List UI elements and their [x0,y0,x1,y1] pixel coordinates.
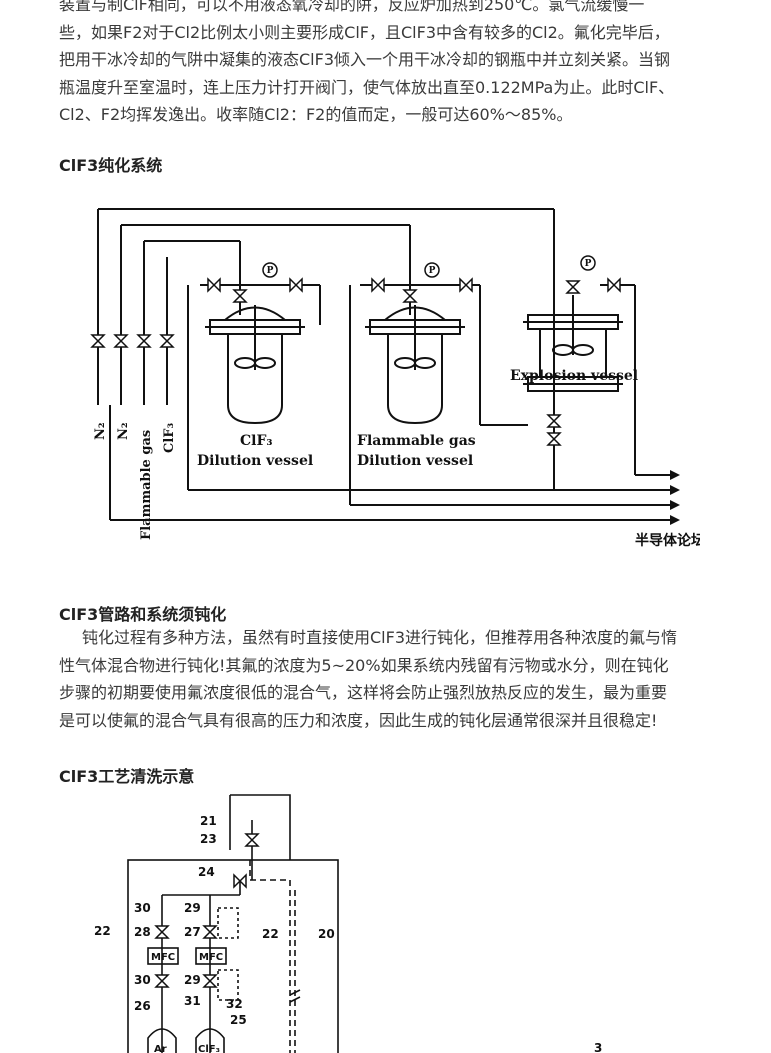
watermark-text: 半导体论坛 [635,532,700,549]
cylinder-label-right: ClF₃ [198,1044,220,1053]
vessel1-label-line2: Dilution vessel [197,453,313,469]
paragraph-line: 钝化过程有多种方法，虽然有时直接使用ClF3进行钝化，但推荐用各种浓度的氟与惰 [82,628,678,647]
ref-28: 28 [134,925,151,939]
ref-29-top: 29 [184,901,201,915]
paragraph-line: Cl2、F2均挥发逸出。收率随Cl2：F2的值而定，一般可达60%～85%。 [59,105,573,124]
paragraph-line: 是可以使氟的混合气具有很高的压力和浓度，因此生成的钝化层通常很深并且很稳定! [59,710,658,730]
gauge-p-1: P [267,266,274,276]
inlet-label-n2-1: N₂ [93,422,108,440]
inlet-label-clf3: ClF₃ [162,422,177,453]
paragraph-line: 瓶温度升至室温时，连上压力计打开阀门，使气体放出直至0.122MPa为止。此时C… [59,77,675,97]
ref-31: 31 [184,994,201,1008]
inlet-label-n2-2: N₂ [116,422,131,440]
ref-22-right: 22 [262,927,279,941]
ref-23: 23 [200,832,217,846]
paragraph-line: 性气体混合物进行钝化!其氟的浓度为5~20%如果系统内残留有污物或水分，则在钝化 [59,655,669,675]
corner-mark: 3 [594,1041,602,1053]
paragraph-line: 把用干冰冷却的气阱中凝集的液态ClF3倾入一个用干冰冷却的钢瓶中并立刻关紧。当钢 [59,50,671,69]
vessel2-label-line2: Dilution vessel [357,453,473,469]
cylinder-label-left: Ar [154,1044,167,1053]
purification-system-diagram: P P P N₂ N₂ Flammable gas ClF₃ ClF₃ Dilu… [90,208,700,549]
mfc-label-right: MFC [199,952,223,963]
ref-32: 32 [226,997,243,1011]
mfc-label-left: MFC [151,952,175,963]
vessel3-label: Explosion vessel [510,368,638,384]
gauge-p-2: P [429,266,436,276]
gauge-p-3: P [585,259,592,269]
passivation-paragraph: 钝化过程有多种方法，虽然有时直接使用ClF3进行钝化，但推荐用各种浓度的氟与惰 … [59,624,739,734]
vessel2-label-line1: Flammable gas [357,433,476,449]
vessel1-label-line1: ClF₃ [240,433,273,449]
ref-24: 24 [198,865,215,879]
cleaning-process-diagram: 21 23 24 22 30 28 29 27 22 20 30 29 26 3… [94,794,602,1053]
intro-paragraph: 装置与制ClF相同，可以不用液态氧冷却的阱，反应炉加热到250℃。氯气流缓慢一 … [59,0,739,129]
ref-30-bottom: 30 [134,973,151,987]
section-heading-cleaning: ClF3工艺清洗示意 [59,767,195,786]
paragraph-line: 装置与制ClF相同，可以不用液态氧冷却的阱，反应炉加热到250℃。氯气流缓慢一 [59,0,645,14]
section-heading-purification: ClF3纯化系统 [59,156,163,175]
paragraph-line: 步骤的初期要使用氟浓度很低的混合气，这样将会防止强烈放热反应的发生，最为重要 [59,683,668,702]
ref-29-bottom: 29 [184,973,201,987]
ref-22-left: 22 [94,924,111,938]
ref-20: 20 [318,927,335,941]
paragraph-line: 些，如果F2对于Cl2比例太小则主要形成ClF，且ClF3中含有较多的Cl2。氟… [59,22,670,42]
ref-25: 25 [230,1013,247,1027]
ref-30-top: 30 [134,901,151,915]
ref-27: 27 [184,925,201,939]
ref-26: 26 [134,999,151,1013]
section-heading-passivation: ClF3管路和系统须钝化 [59,605,227,624]
ref-21: 21 [200,814,217,828]
inlet-label-flammable: Flammable gas [139,430,154,540]
